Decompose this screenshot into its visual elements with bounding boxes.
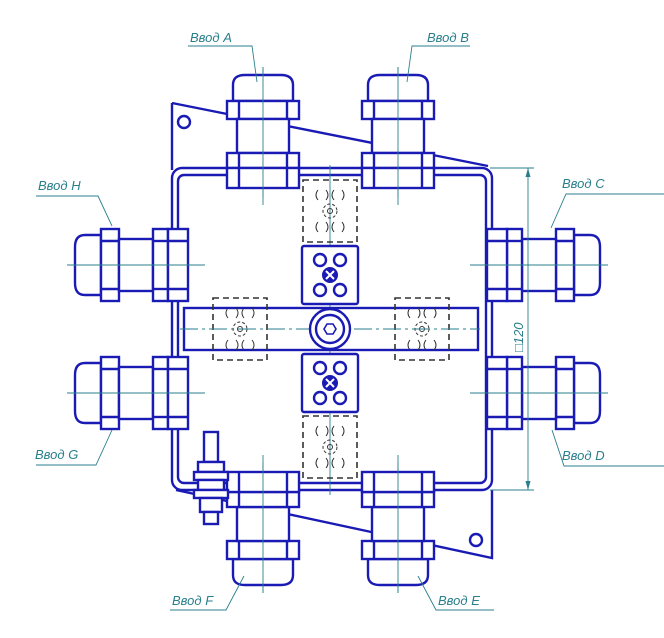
terminal-bottom <box>300 352 360 414</box>
cable-gland-d <box>468 355 610 431</box>
cable-gland-h <box>65 227 207 303</box>
cable-gland-a <box>225 65 301 207</box>
label-entry-f: Ввод F <box>172 593 214 608</box>
cable-gland-g <box>65 355 207 431</box>
label-entry-g: Ввод G <box>35 447 78 462</box>
enclosure-body <box>170 166 494 492</box>
mounting-hole-icon <box>468 532 484 548</box>
cable-gland-c <box>468 227 610 303</box>
leader-lines <box>36 45 664 611</box>
terminal-assembly <box>180 165 480 495</box>
label-entry-a: Ввод A <box>190 30 232 45</box>
mounting-hole-icon <box>176 114 192 130</box>
cable-gland-f <box>225 453 301 595</box>
label-entry-b: Ввод B <box>427 30 469 45</box>
label-entry-h: Ввод H <box>38 178 81 193</box>
ground-stud-icon <box>192 430 230 526</box>
label-entry-d: Ввод D <box>562 448 605 463</box>
label-entry-c: Ввод C <box>562 176 605 191</box>
dimension-120: □120 <box>490 167 534 491</box>
terminal-top <box>300 244 360 306</box>
mounting-plate <box>170 101 494 560</box>
label-entry-e: Ввод E <box>438 593 480 608</box>
cable-gland-e <box>360 453 436 595</box>
cable-gland-b <box>360 65 436 207</box>
dimension-text: □120 <box>511 322 526 352</box>
